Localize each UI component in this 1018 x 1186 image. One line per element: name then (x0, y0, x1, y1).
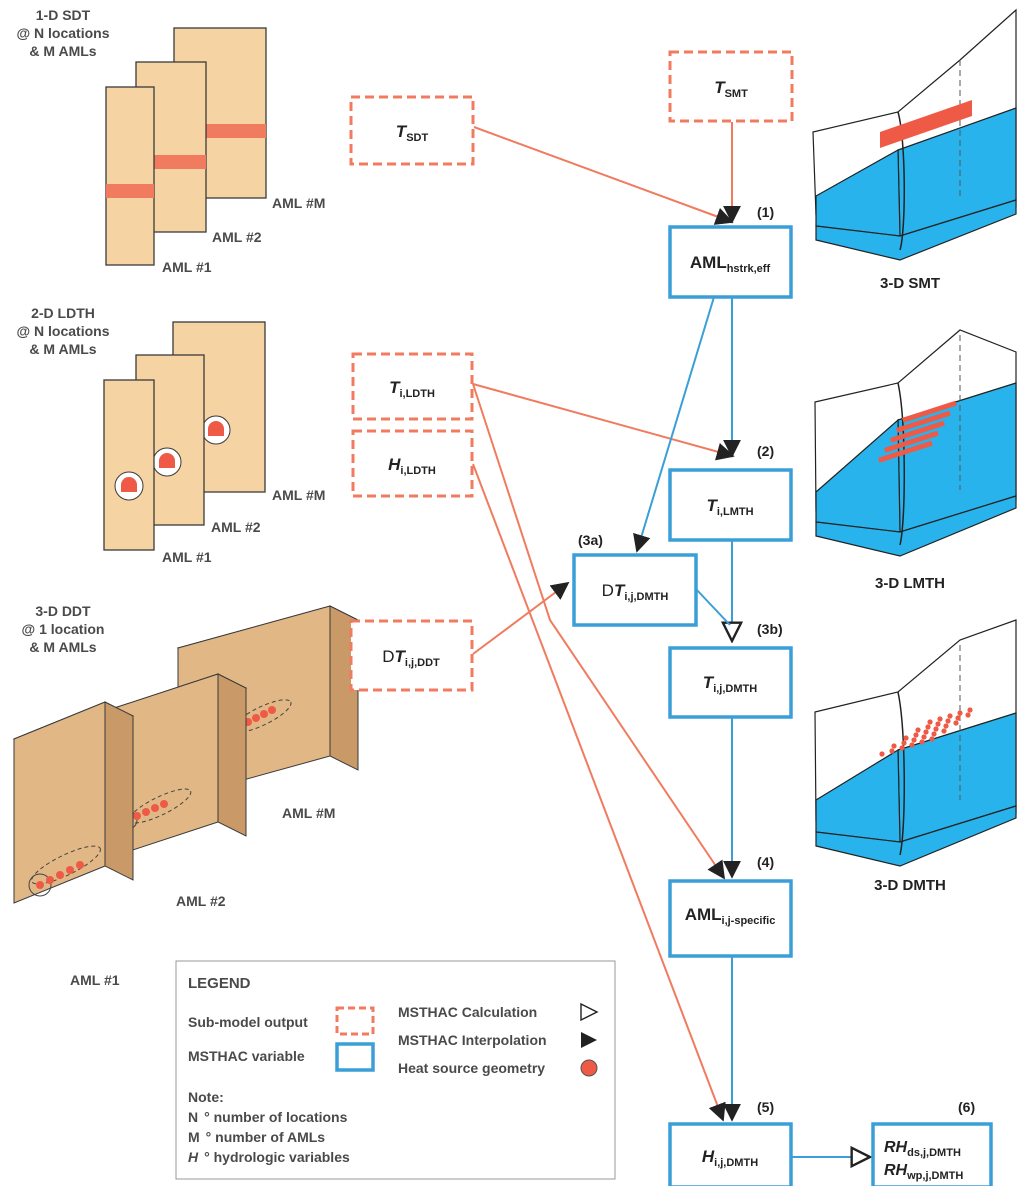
rh-wp-label: RHwp,j,DMTH (884, 1162, 963, 1182)
t-ldth-label: Ti,LDTH (389, 378, 435, 400)
smt-model: 3-D SMT (812, 8, 1017, 292)
connectors (472, 122, 870, 1157)
rh-ds-label: RHds,j,DMTH (884, 1139, 961, 1159)
t-ldth-box (351, 352, 474, 421)
h-dmth-label: Hi,j,DMTH (702, 1147, 758, 1169)
ddt-group: 3-D DDT @ 1 location & M AMLs AML #M AML… (12, 603, 360, 988)
link-tldth-to-aml-specific (472, 383, 726, 880)
h-dmth-box (668, 1122, 793, 1186)
ddt-title-line3: & M AMLs (29, 639, 96, 655)
legend-submodel-output-label: Sub-model output (188, 1014, 308, 1030)
sdt-label-aml-1: AML #1 (162, 259, 212, 275)
t-smt-label: TSMT (714, 78, 748, 100)
step-3b-label: (3b) (757, 621, 783, 637)
lmth-heat-sources (878, 400, 957, 463)
sdt-panel-1-heat-band (106, 184, 154, 198)
link-dtdmth-to-tdmth (695, 588, 731, 626)
legend-interpolation-label: MSTHAC Interpolation (398, 1032, 547, 1048)
dmth-label: 3-D DMTH (874, 877, 946, 894)
t-smt-box (668, 50, 794, 123)
legend-submodel-output-swatch (335, 1006, 375, 1036)
dt-dmth-label: DTi,j,DMTH (602, 581, 669, 603)
ldth-panel-1 (103, 379, 155, 551)
dt-ddt-box (349, 619, 474, 692)
step-5-label: (5) (757, 1099, 774, 1115)
h-ldth-label: Hi,LDTH (388, 455, 436, 477)
legend-note-title: Note: (188, 1089, 224, 1105)
ldth-label-aml-m: AML #M (272, 487, 325, 503)
lmth-label: 3-D LMTH (875, 575, 945, 592)
dmth-model: 3-D DMTH (814, 619, 1017, 894)
step-2-label: (2) (757, 443, 774, 459)
ddt-label-aml-2: AML #2 (176, 893, 226, 909)
link-tldth-to-tlmth (472, 383, 735, 461)
sdt-label-aml-2: AML #2 (212, 229, 262, 245)
legend-heat-source-label: Heat source geometry (398, 1060, 545, 1076)
ddt-block-1 (12, 701, 135, 904)
t-dmth-box (668, 646, 793, 719)
aml-specific-box (668, 879, 793, 958)
aml-eff-label: AMLhstrk,eff (690, 253, 771, 275)
legend-interpolation-arrow-icon (581, 1032, 597, 1048)
legend-calculation-arrow-icon (580, 1002, 599, 1022)
ddt-label-aml-1: AML #1 (70, 972, 120, 988)
t-lmth-label: Ti,LMTH (706, 496, 753, 518)
dmth-heat-sources (879, 707, 973, 757)
link-hldth-to-hdmth (472, 463, 726, 1122)
link-aml-eff-to-dtdmth (633, 296, 715, 553)
ddt-title-line2: @ 1 location (22, 621, 105, 637)
legend: LEGEND Sub-model output MSTHAC variable … (175, 960, 616, 1180)
ldth-title-line1: 2-D LDTH (31, 305, 95, 321)
ldth-label-aml-2: AML #2 (211, 519, 261, 535)
step-3a-label: (3a) (578, 532, 603, 548)
dt-dmth-box (572, 553, 698, 627)
step-1-label: (1) (757, 204, 774, 220)
legend-note-h: H° hydrologic variables (188, 1149, 350, 1165)
t-lmth-box (668, 468, 793, 542)
rh-box (871, 1122, 993, 1186)
sdt-title-line3: & M AMLs (29, 43, 96, 59)
step-6-label: (6) (958, 1099, 975, 1115)
ddt-label-aml-m: AML #M (282, 805, 335, 821)
dt-ddt-label: DTi,j,DDT (382, 647, 440, 669)
ldth-title-line2: @ N locations (17, 323, 110, 339)
sdt-title-line2: @ N locations (17, 25, 110, 41)
lmth-model: 3-D LMTH (814, 329, 1017, 592)
legend-note-m: M° number of AMLs (188, 1129, 325, 1145)
t-sdt-box (349, 95, 475, 166)
legend-note-n: N° number of locations (188, 1109, 348, 1125)
sdt-group: 1-D SDT @ N locations & M AMLs AML #M AM… (17, 7, 326, 275)
sdt-label-aml-m: AML #M (272, 195, 325, 211)
t-dmth-label: Ti,j,DMTH (703, 673, 757, 695)
t-sdt-label: TSDT (396, 122, 429, 144)
submodel-outputs: TSDT TSMT Ti,LDTH Hi,LDTH DTi,j,DDT (349, 50, 794, 692)
sdt-title-line1: 1-D SDT (36, 7, 91, 23)
smt-label: 3-D SMT (880, 275, 940, 292)
h-ldth-box (351, 429, 474, 498)
aml-eff-box (668, 225, 793, 299)
legend-msthac-variable-swatch (335, 1042, 375, 1072)
legend-title: LEGEND (188, 975, 251, 992)
legend-heat-source-icon (580, 1059, 598, 1077)
ldth-label-aml-1: AML #1 (162, 549, 212, 565)
legend-calculation-label: MSTHAC Calculation (398, 1004, 537, 1020)
link-dtddt-to-dtdmth (472, 581, 570, 655)
legend-msthac-variable-label: MSTHAC variable (188, 1048, 305, 1064)
ldth-group: 2-D LDTH @ N locations & M AMLs AML #M A… (17, 305, 326, 565)
sdt-panel-1 (105, 86, 155, 266)
aml-specific-label: AMLi,j-specific (685, 905, 776, 927)
link-tsdt-to-aml-eff (473, 126, 734, 225)
ldth-title-line3: & M AMLs (29, 341, 96, 357)
step-4-label: (4) (757, 854, 774, 870)
ddt-title-line1: 3-D DDT (35, 603, 91, 619)
legend-box (175, 960, 616, 1180)
msthac-variables: (1) AMLhstrk,eff (2) Ti,LMTH (3a) DTi,j,… (572, 204, 993, 1186)
smt-heat-source (880, 100, 972, 148)
